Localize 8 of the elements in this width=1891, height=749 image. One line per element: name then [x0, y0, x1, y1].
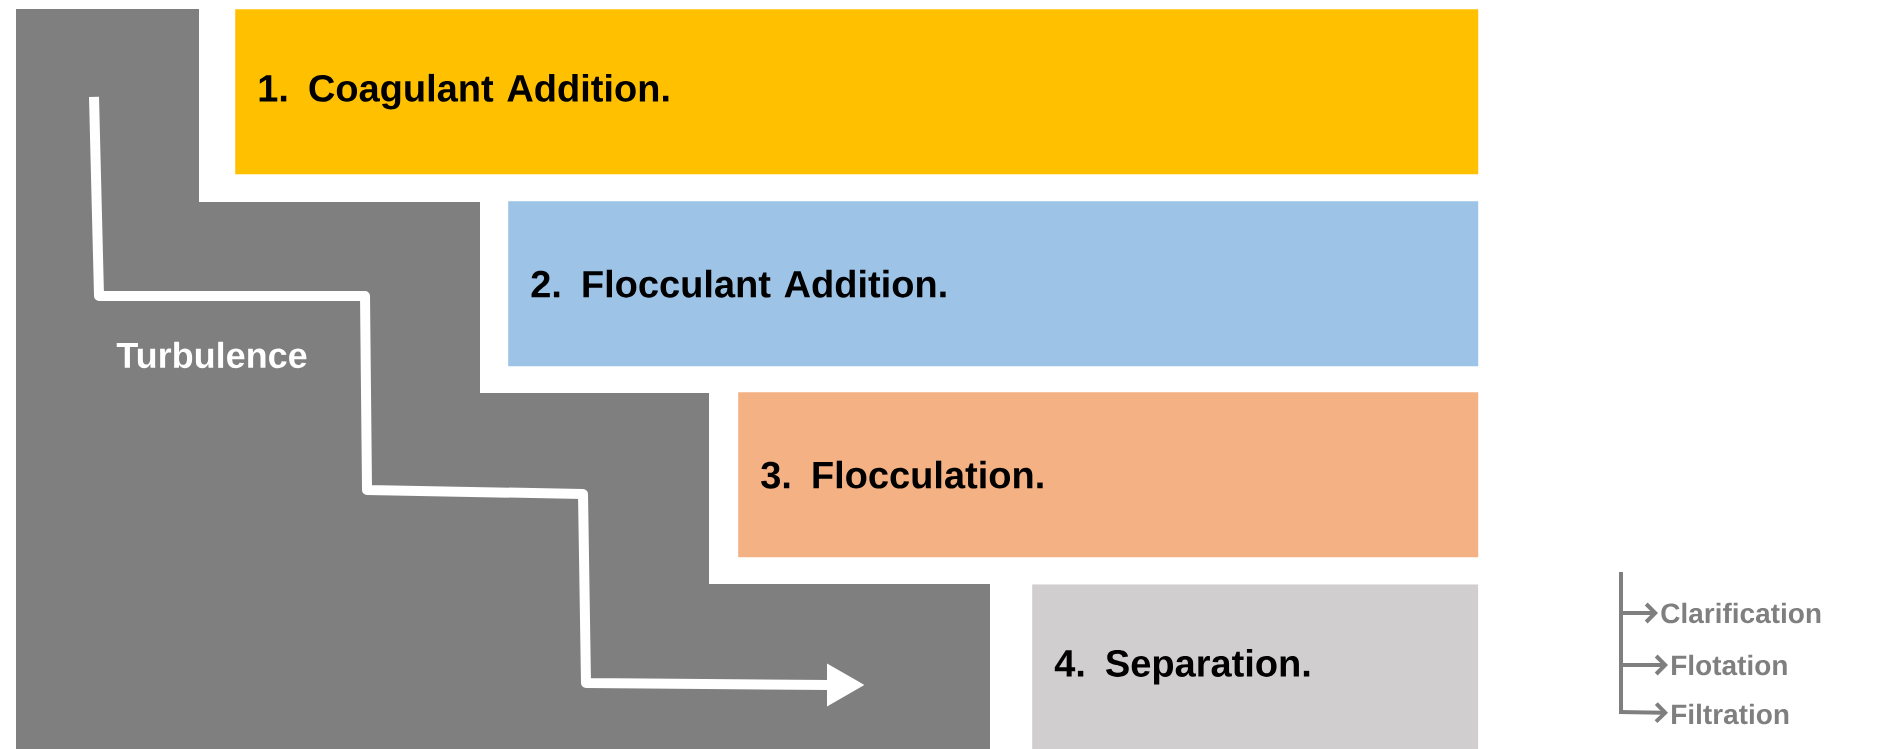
step-box: 3. Flocculation.: [738, 392, 1479, 558]
step-box: 4. Separation.: [1032, 584, 1479, 749]
method-label: Clarification: [1661, 602, 1821, 624]
arrow: [1618, 702, 1668, 724]
method-label: Flotation: [1672, 654, 1787, 676]
step-box: 2. Flocculant Addition.: [508, 201, 1479, 367]
method-label: Filtration: [1672, 703, 1789, 725]
step-box: 1. Coagulant Addition.: [235, 9, 1479, 175]
